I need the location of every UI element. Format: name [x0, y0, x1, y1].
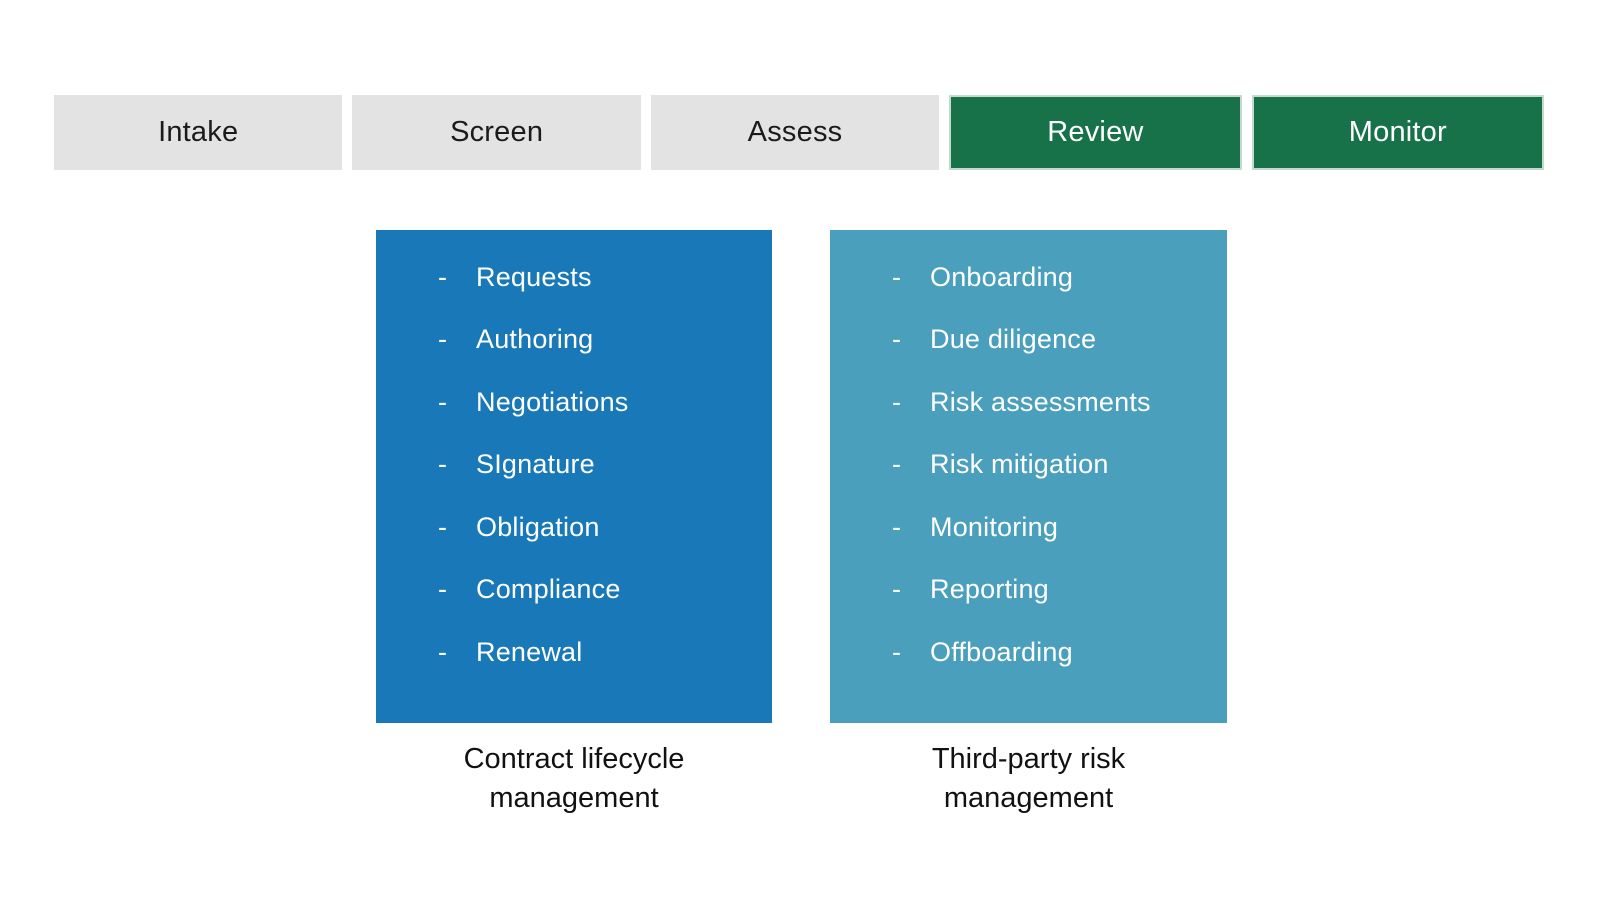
- list-item-label: Negotiations: [476, 386, 629, 417]
- list-item: - Onboarding: [830, 246, 1227, 309]
- bullet-dash: -: [438, 386, 448, 417]
- panel-item-list: - Onboarding - Due diligence - Risk asse…: [830, 230, 1227, 684]
- stage-box-assess: Assess: [650, 95, 940, 170]
- list-item: - Reporting: [830, 559, 1227, 622]
- list-item: - Authoring: [376, 309, 772, 372]
- list-item-label: SIgnature: [476, 449, 595, 480]
- stage-label: Review: [1047, 116, 1144, 148]
- list-item: - Negotiations: [376, 371, 772, 434]
- bullet-dash: -: [438, 574, 448, 605]
- list-item-label: Onboarding: [930, 261, 1074, 292]
- list-item-label: Compliance: [476, 574, 621, 605]
- panel-item-list: - Requests - Authoring - Negotiations - …: [376, 230, 772, 684]
- caption-text: Third-party risk management: [931, 743, 1126, 815]
- list-item-label: Risk mitigation: [930, 449, 1109, 480]
- list-item: - Obligation: [376, 496, 772, 559]
- caption-contract-lifecycle: Contract lifecycle management: [376, 740, 772, 818]
- list-item: - Requests: [376, 246, 772, 309]
- list-item: - Monitoring: [830, 496, 1227, 559]
- stage-label: Assess: [747, 116, 843, 148]
- list-item: - Due diligence: [830, 309, 1227, 372]
- bullet-dash: -: [438, 511, 448, 542]
- bullet-dash: -: [438, 449, 448, 480]
- list-item-label: Reporting: [930, 574, 1049, 605]
- bullet-dash: -: [892, 636, 902, 667]
- list-item-label: Renewal: [476, 636, 583, 667]
- stage-box-intake: Intake: [54, 95, 343, 170]
- stage-box-screen: Screen: [352, 95, 641, 170]
- bullet-dash: -: [438, 636, 448, 667]
- list-item: - Compliance: [376, 559, 772, 622]
- bullet-dash: -: [892, 386, 902, 417]
- stage-label: Screen: [450, 116, 544, 148]
- stage-label: Monitor: [1348, 116, 1447, 148]
- bullet-dash: -: [438, 324, 448, 355]
- bullet-dash: -: [892, 449, 902, 480]
- list-item-label: Offboarding: [930, 636, 1073, 667]
- bullet-dash: -: [892, 261, 902, 292]
- list-item-label: Monitoring: [930, 511, 1059, 542]
- bullet-dash: -: [892, 511, 902, 542]
- bullet-dash: -: [438, 261, 448, 292]
- list-item: - Renewal: [376, 621, 772, 684]
- list-item-label: Risk assessments: [930, 386, 1151, 417]
- list-item-label: Due diligence: [930, 324, 1097, 355]
- caption-text: Contract lifecycle management: [463, 743, 685, 815]
- list-item-label: Requests: [476, 261, 592, 292]
- list-item: - Risk mitigation: [830, 434, 1227, 497]
- stage-row: Intake Screen Assess Review Monitor: [54, 95, 1545, 170]
- bullet-dash: -: [892, 324, 902, 355]
- list-item: - Offboarding: [830, 621, 1227, 684]
- list-item-label: Authoring: [476, 324, 594, 355]
- list-item: - Risk assessments: [830, 371, 1227, 434]
- bullet-dash: -: [892, 574, 902, 605]
- panel-contract-lifecycle: - Requests - Authoring - Negotiations - …: [376, 230, 772, 723]
- list-item-label: Obligation: [476, 511, 600, 542]
- stage-label: Intake: [158, 116, 239, 148]
- panel-third-party-risk: - Onboarding - Due diligence - Risk asse…: [830, 230, 1227, 723]
- stage-box-monitor: Monitor: [1251, 95, 1545, 170]
- stage-box-review: Review: [949, 95, 1242, 170]
- caption-third-party-risk: Third-party risk management: [830, 740, 1227, 818]
- list-item: - SIgnature: [376, 434, 772, 497]
